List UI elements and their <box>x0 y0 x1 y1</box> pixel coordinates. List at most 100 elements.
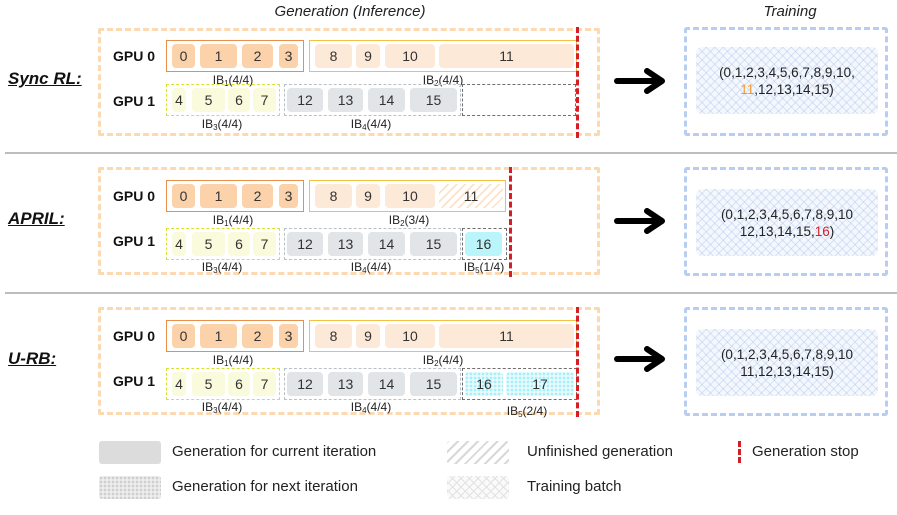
sample-cell: 12 <box>287 372 323 396</box>
ib5-empty-box <box>462 84 576 116</box>
ib4-label: IB4(4/4) <box>350 117 392 132</box>
sample-cell: 3 <box>279 324 298 348</box>
training-batch-line1: (0,1,2,3,4,5,6,7,8,9,10, <box>719 64 855 80</box>
sample-cell: 15 <box>410 88 457 112</box>
row-label-sync-rl: Sync RL: <box>8 69 82 88</box>
legend-swatch-unfinished <box>447 441 509 464</box>
sample-cell: 5 <box>192 88 225 112</box>
sample-cell: 5 <box>192 372 225 396</box>
sample-cell: 6 <box>228 88 250 112</box>
legend-next: Generation for next iteration <box>172 478 358 495</box>
training-header: Training <box>763 3 817 20</box>
sample-cell: 8 <box>315 44 352 68</box>
sample-cell: 1 <box>200 324 237 348</box>
sample-cell: 10 <box>385 184 435 208</box>
ib1-box <box>166 40 304 72</box>
sample-cell: 11 <box>439 324 574 348</box>
sample-cell: 5 <box>192 232 225 256</box>
ib2-label: IB2(4/4) <box>422 353 464 368</box>
row-separator <box>5 292 897 294</box>
legend-unfinished: Unfinished generation <box>527 443 673 460</box>
sample-cell: 9 <box>356 44 380 68</box>
ib1-label: IB1(4/4) <box>212 73 254 88</box>
legend-training-batch: Training batch <box>527 478 622 495</box>
highlight-sample: 16 <box>814 223 830 239</box>
sample-cell: 0 <box>172 184 195 208</box>
sample-cell: 14 <box>368 88 405 112</box>
sample-cell: 7 <box>253 232 276 256</box>
training-batch-line2: 12,13,14,15,16) <box>739 223 835 239</box>
sample-cell: 4 <box>172 232 186 256</box>
sample-cell: 10 <box>385 324 435 348</box>
sample-cell: 9 <box>356 184 380 208</box>
sample-cell: 9 <box>356 324 380 348</box>
unfinished-sample-cell: 11 <box>439 184 503 208</box>
gpu1-label: GPU 1 <box>113 233 156 249</box>
generation-frame <box>98 307 600 415</box>
highlight-sample: 11 <box>740 81 755 97</box>
ib5-label: IB5(2/4) <box>506 404 548 419</box>
sample-cell: 2 <box>242 324 273 348</box>
legend-stop-icon <box>738 441 741 463</box>
sample-cell: 0 <box>172 324 195 348</box>
arrow-right-icon <box>614 346 665 372</box>
training-batch-line2: 11,12,13,14,15) <box>740 81 834 97</box>
generation-stop-line <box>509 167 512 277</box>
sample-cell: 1 <box>200 184 237 208</box>
row-label-april: APRIL: <box>8 209 65 228</box>
generation-stop-line <box>576 27 579 138</box>
sample-cell: 6 <box>228 232 250 256</box>
gpu1-label: GPU 1 <box>113 373 156 389</box>
sample-cell: 13 <box>328 88 363 112</box>
training-batch: (0,1,2,3,4,5,6,7,8,9,10 11,12,13,14,15) <box>696 329 878 396</box>
ib3-box <box>166 368 280 400</box>
ib1-box <box>166 320 304 352</box>
legend-current: Generation for current iteration <box>172 443 377 460</box>
sample-cell: 11 <box>439 44 574 68</box>
ib4-box <box>284 368 461 400</box>
generation-stop-line <box>576 307 579 417</box>
generation-header: Generation (Inference) <box>274 3 426 20</box>
sample-cell: 13 <box>328 232 363 256</box>
gpu0-label: GPU 0 <box>113 188 156 204</box>
sample-cell: 12 <box>287 232 323 256</box>
next-iteration-sample-cell: 17 <box>506 372 574 396</box>
sample-cell: 3 <box>279 184 298 208</box>
ib4-label: IB4(4/4) <box>350 260 392 275</box>
sample-cell: 8 <box>315 324 352 348</box>
ib3-label: IB3(4/4) <box>201 117 243 132</box>
sample-cell: 3 <box>279 44 298 68</box>
sample-cell: 15 <box>410 232 457 256</box>
ib3-label: IB3(4/4) <box>201 260 243 275</box>
ib5-box <box>462 228 507 260</box>
sample-cell: 6 <box>228 372 250 396</box>
legend-swatch-training <box>447 476 509 499</box>
sample-cell: 4 <box>172 372 186 396</box>
sample-cell: 0 <box>172 44 195 68</box>
sample-cell: 8 <box>315 184 352 208</box>
ib3-label: IB3(4/4) <box>201 400 243 415</box>
gpu0-label: GPU 0 <box>113 48 156 64</box>
sample-cell: 12 <box>287 88 323 112</box>
sample-cell: 1 <box>200 44 237 68</box>
sample-cell: 2 <box>242 44 273 68</box>
next-iteration-sample-cell: 16 <box>465 372 503 396</box>
ib2-label: IB2(4/4) <box>422 73 464 88</box>
legend-stop: Generation stop <box>752 443 859 460</box>
ib1-label: IB1(4/4) <box>212 353 254 368</box>
ib2-box <box>309 180 506 212</box>
training-batch-line2: 11,12,13,14,15) <box>740 363 834 379</box>
training-batch-line1: (0,1,2,3,4,5,6,7,8,9,10 <box>720 206 854 222</box>
sample-cell: 2 <box>242 184 273 208</box>
ib5-label: IB5(1/4) <box>463 260 505 275</box>
ib3-box <box>166 228 280 260</box>
training-batch: (0,1,2,3,4,5,6,7,8,9,10 12,13,14,15,16) <box>696 189 878 256</box>
row-label-u-rb: U-RB: <box>8 349 57 368</box>
sample-cell: 7 <box>253 88 276 112</box>
training-batch: (0,1,2,3,4,5,6,7,8,9,10, 11,12,13,14,15) <box>696 47 878 114</box>
ib1-label: IB1(4/4) <box>212 213 254 228</box>
arrow-right-icon <box>614 68 665 94</box>
sample-cell: 15 <box>410 372 457 396</box>
sample-cell: 10 <box>385 44 435 68</box>
gpu0-label: GPU 0 <box>113 328 156 344</box>
